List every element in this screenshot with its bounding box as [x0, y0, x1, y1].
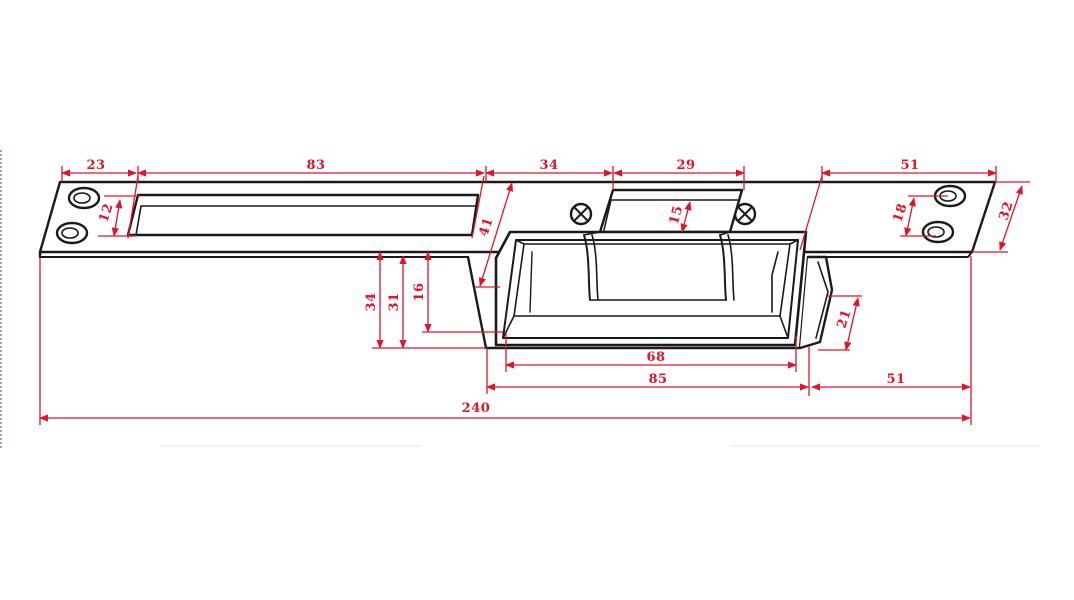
screw-right-icon	[733, 202, 757, 226]
side-box	[798, 255, 834, 350]
dim-left-34: 34	[364, 292, 379, 311]
dim-left-16: 16	[412, 282, 427, 301]
dim-top-34: 34	[539, 158, 558, 173]
dim-top-83: 83	[306, 158, 325, 173]
dim-depth-15: 15	[667, 204, 686, 226]
screenshot-edge-marker	[0, 150, 2, 450]
dim-left-31: 31	[387, 292, 402, 311]
dim-depth-41: 41	[477, 216, 497, 239]
long-slot	[126, 193, 480, 237]
dimension-labels: 23 83 34 29 51 12 18 32 41 15 34 31 16 2…	[86, 158, 1016, 416]
dim-bottom-51: 51	[886, 372, 905, 387]
strike-plate	[38, 180, 997, 350]
dim-bottom-68: 68	[646, 350, 665, 365]
dimension-lines	[39, 166, 1030, 425]
dim-top-51: 51	[900, 158, 919, 173]
dim-bottom-240: 240	[462, 401, 491, 416]
left-mounting-holes	[55, 186, 101, 245]
strike-housing	[466, 230, 810, 350]
dim-top-23: 23	[86, 158, 105, 173]
dim-left-12: 12	[97, 202, 117, 225]
screw-left-icon	[569, 202, 593, 226]
dim-right-32: 32	[997, 200, 1017, 223]
dim-bottom-85: 85	[648, 372, 667, 387]
dim-side-21: 21	[835, 308, 855, 331]
dim-right-18: 18	[891, 202, 911, 225]
dim-top-29: 29	[676, 158, 695, 173]
